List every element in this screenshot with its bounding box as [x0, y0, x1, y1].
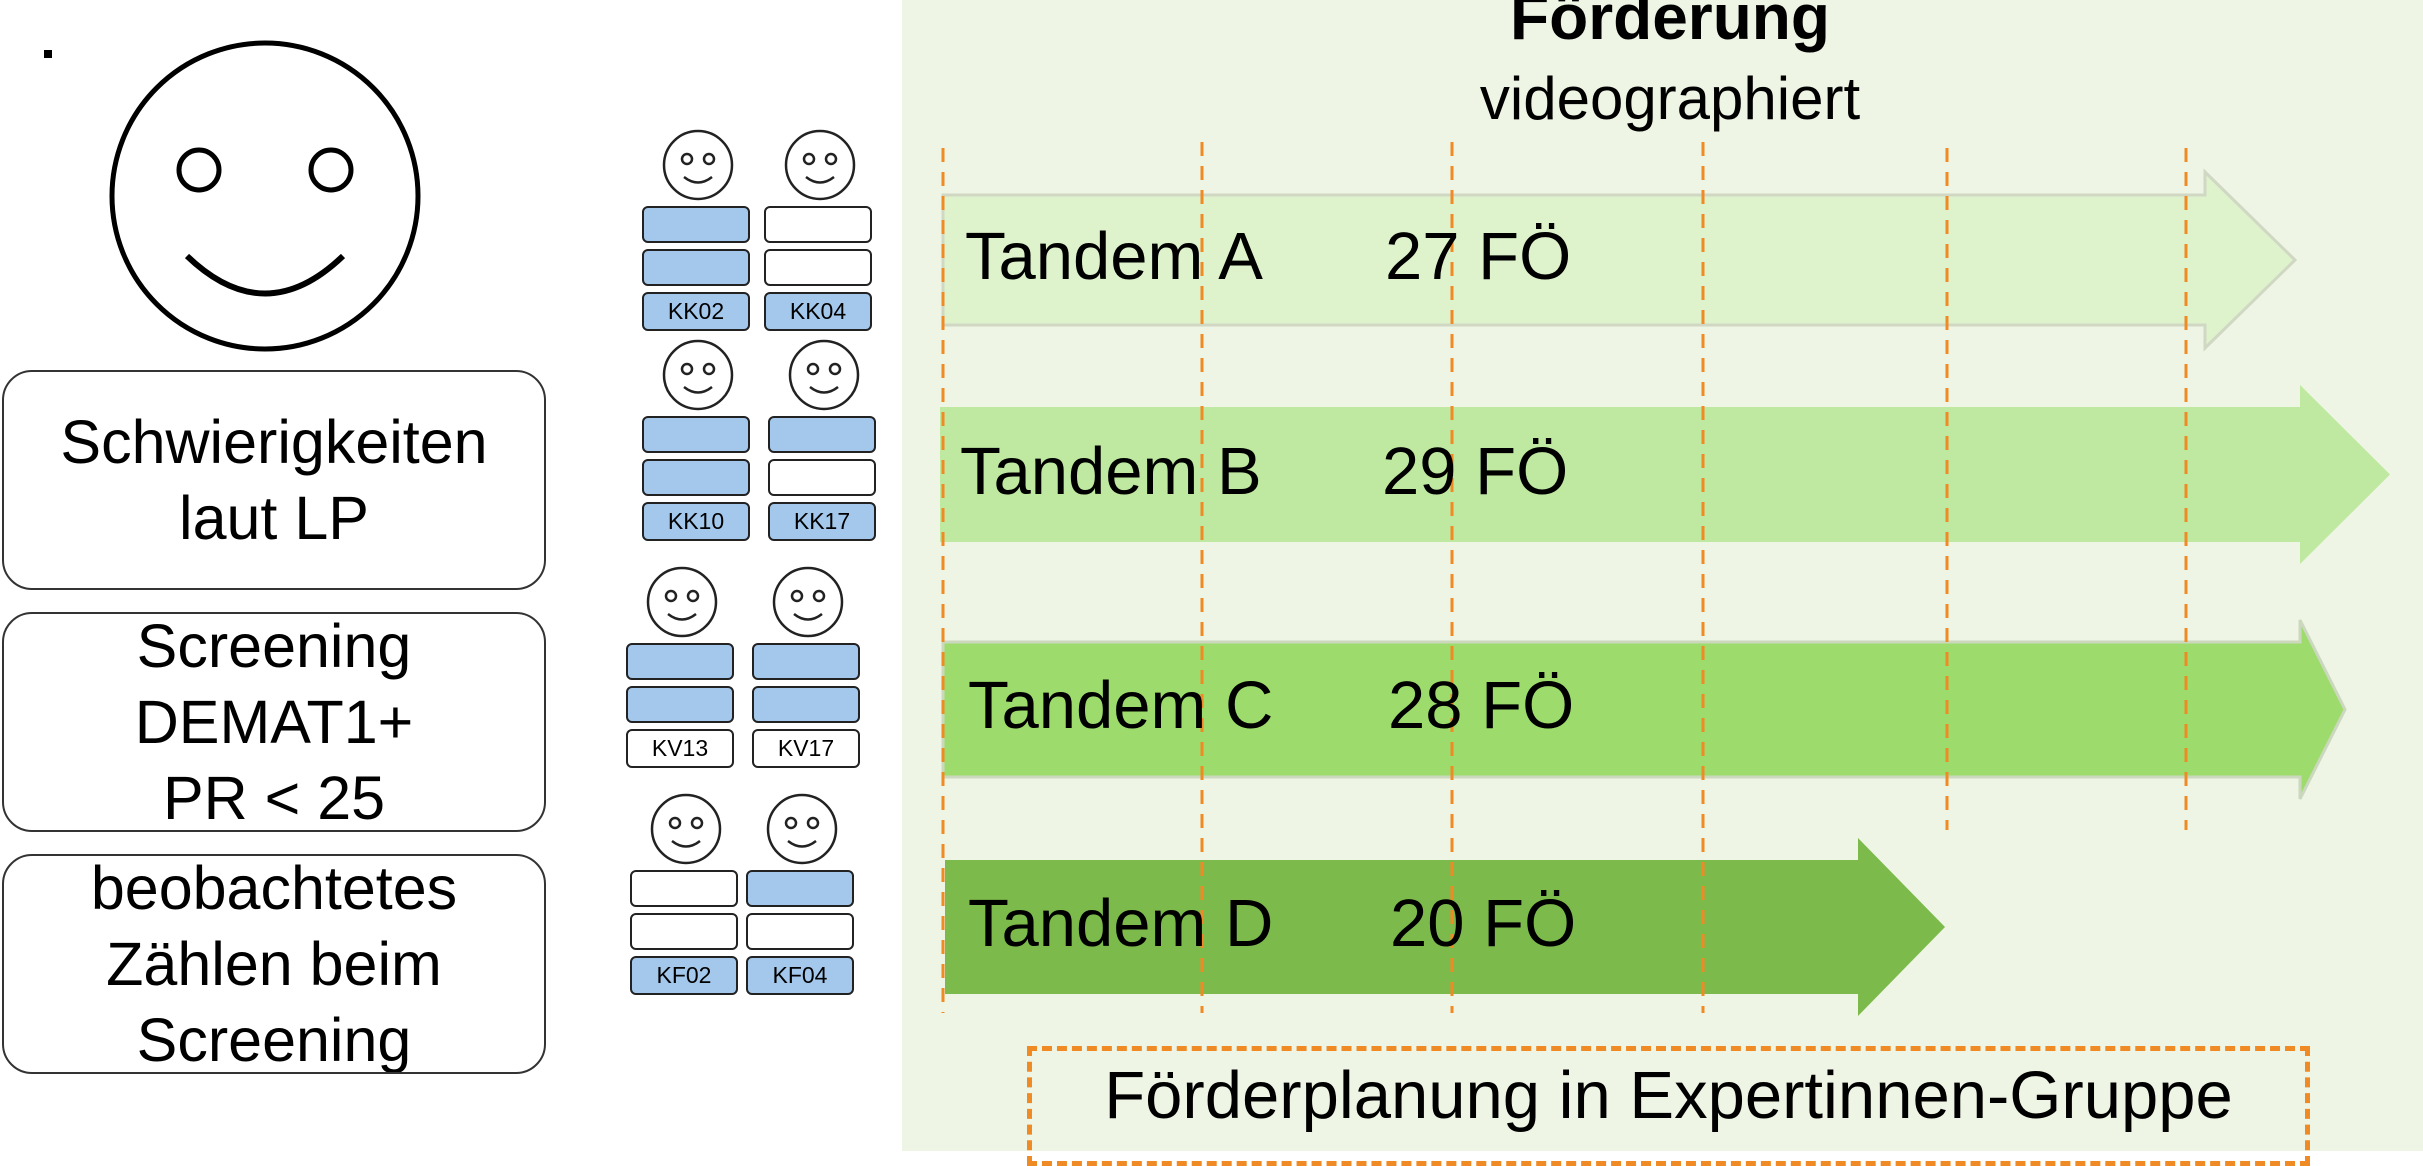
- child-code-label: KK02: [642, 292, 750, 331]
- child-code-label: KF04: [746, 956, 854, 995]
- smiley-face-icon: [109, 40, 421, 352]
- tandem-session-count: 20 FÖ: [1390, 886, 1577, 961]
- tandem-name: Tandem C: [968, 668, 1274, 743]
- child-face-icon: [788, 339, 860, 411]
- criterion-line: Screening: [136, 612, 412, 680]
- child-face-icon: [662, 129, 734, 201]
- criterion-bar: [764, 206, 872, 243]
- criterion-bar: [642, 459, 750, 496]
- tandem-session-count: 29 FÖ: [1382, 434, 1569, 509]
- criterion-box-difficulties: Schwierigkeiten laut LP: [2, 370, 546, 590]
- child-face-icon: [650, 793, 722, 865]
- child-face-icon: [646, 566, 718, 638]
- criterion-bar: [764, 249, 872, 286]
- planning-box: Förderplanung in Expertinnen-Gruppe: [1027, 1046, 2310, 1166]
- criterion-bar: [746, 870, 854, 907]
- criterion-bar: [752, 643, 860, 680]
- child-code-label: KK10: [642, 502, 750, 541]
- criterion-bar: [768, 459, 876, 496]
- criterion-line: beobachtetes: [90, 854, 458, 922]
- panel-title: Förderung: [1510, 0, 1830, 53]
- tandem-arrow: [945, 838, 1945, 1016]
- tandem-name: Tandem D: [968, 886, 1274, 961]
- criterion-line: PR < 25: [162, 764, 386, 832]
- tandem-session-count: 28 FÖ: [1388, 668, 1575, 743]
- criterion-line: Zählen beim: [106, 930, 442, 998]
- child-code-label: KK17: [768, 502, 876, 541]
- tandem-arrow: [941, 619, 2347, 800]
- child-face-icon: [772, 566, 844, 638]
- tandem-name: Tandem B: [960, 434, 1262, 509]
- criterion-bar: [752, 686, 860, 723]
- criterion-line: DEMAT1+: [134, 688, 414, 756]
- child-face-icon: [784, 129, 856, 201]
- criterion-bar: [642, 249, 750, 286]
- tandem-arrow: [940, 385, 2390, 564]
- child-code-label: KV13: [626, 729, 734, 768]
- child-face-icon: [662, 339, 734, 411]
- criterion-line: Schwierigkeiten: [60, 408, 488, 476]
- criterion-box-screening: Screening DEMAT1+ PR < 25: [2, 612, 546, 832]
- criterion-bar: [626, 643, 734, 680]
- criterion-line: Screening: [136, 1006, 412, 1074]
- tandem-session-count: 27 FÖ: [1385, 219, 1572, 294]
- criterion-line: laut LP: [179, 484, 369, 552]
- criterion-bar: [768, 416, 876, 453]
- criterion-box-counting: beobachtetes Zählen beim Screening: [2, 854, 546, 1074]
- bullet-dot: [44, 50, 52, 58]
- tandem-name: Tandem A: [965, 219, 1263, 294]
- child-face-icon: [766, 793, 838, 865]
- child-code-label: KF02: [630, 956, 738, 995]
- planning-label: Förderplanung in Expertinnen-Gruppe: [1104, 1057, 2233, 1133]
- criterion-bar: [630, 870, 738, 907]
- criterion-bar: [630, 913, 738, 950]
- criterion-bar: [642, 206, 750, 243]
- criterion-bar: [746, 913, 854, 950]
- panel-subtitle: videographiert: [1479, 65, 1861, 132]
- child-code-label: KK04: [764, 292, 872, 331]
- criterion-bar: [642, 416, 750, 453]
- child-code-label: KV17: [752, 729, 860, 768]
- tandem-arrow: [941, 168, 2298, 352]
- criterion-bar: [626, 686, 734, 723]
